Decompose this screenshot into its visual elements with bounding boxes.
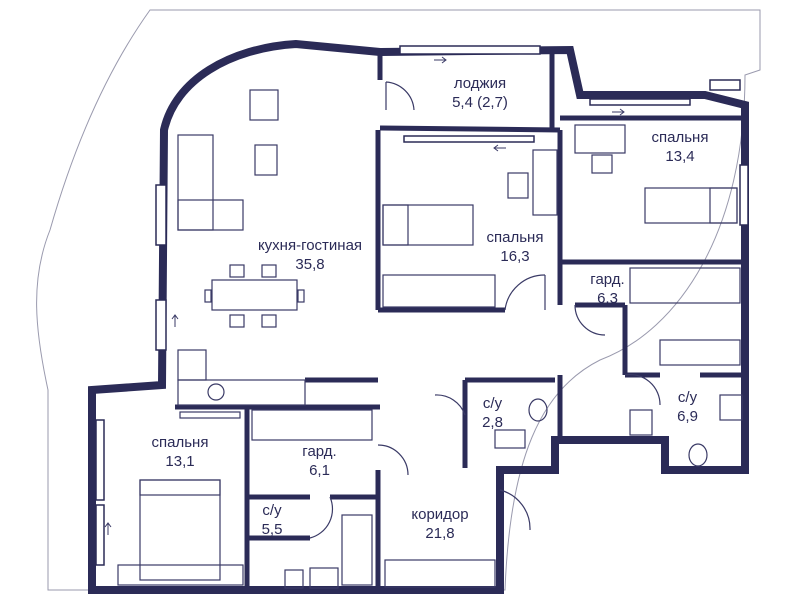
- dining-table: [211, 279, 298, 311]
- site-outline: [36, 9, 761, 591]
- room-name: с/у: [677, 389, 698, 406]
- outer-walls: [88, 39, 749, 594]
- room-area: 35,8: [295, 256, 325, 273]
- room-label-kitchen-living: кухня-гостиная 35,8: [235, 236, 385, 274]
- room-area: 13,4: [665, 148, 695, 165]
- room-label-loggia: лоджия 5,4 (2,7): [430, 74, 530, 112]
- room-name: спальня: [151, 434, 209, 451]
- room-area: 5,5: [261, 521, 283, 538]
- room-area: 16,3: [500, 248, 530, 265]
- room-name: коридор: [411, 506, 469, 523]
- room-name: спальня: [651, 129, 709, 146]
- room-area: 13,1: [165, 453, 195, 470]
- window-arrows: [104, 56, 625, 535]
- room-area: 6,1: [309, 462, 330, 479]
- room-name: с/у: [482, 395, 503, 412]
- room-name: гард.: [302, 443, 337, 460]
- room-area: 2,8: [482, 414, 503, 431]
- room-label-wardrobe-2: гард. 6,1: [292, 442, 347, 480]
- bed: [382, 204, 474, 246]
- sofa: [177, 134, 214, 231]
- room-label-bathroom-2: с/у 6,9: [665, 388, 710, 426]
- room-label-wardrobe-1: гард. 6,3: [580, 270, 635, 308]
- inner-walls: [175, 52, 745, 590]
- room-area: 6,9: [677, 408, 698, 425]
- room-name: спальня: [486, 229, 544, 246]
- room-label-bedroom-3: спальня 13,1: [135, 433, 225, 471]
- room-label-bathroom-3: с/у 5,5: [252, 501, 292, 539]
- room-label-bedroom-2: спальня 13,4: [635, 128, 725, 166]
- doors: [309, 81, 661, 539]
- windows: [95, 45, 749, 566]
- room-name: лоджия: [453, 75, 507, 92]
- room-name: кухня-гостиная: [257, 237, 363, 254]
- room-label-bathroom-1: с/у 2,8: [470, 394, 515, 432]
- furniture: [117, 89, 743, 589]
- room-name: с/у: [262, 502, 282, 519]
- room-area: 21,8: [425, 525, 455, 542]
- room-label-corridor: коридор 21,8: [395, 505, 485, 543]
- room-name: гард.: [590, 271, 625, 288]
- room-area: 5,4 (2,7): [452, 94, 508, 111]
- room-area: 6,3: [597, 290, 618, 307]
- room-label-bedroom-1: спальня 16,3: [470, 228, 560, 266]
